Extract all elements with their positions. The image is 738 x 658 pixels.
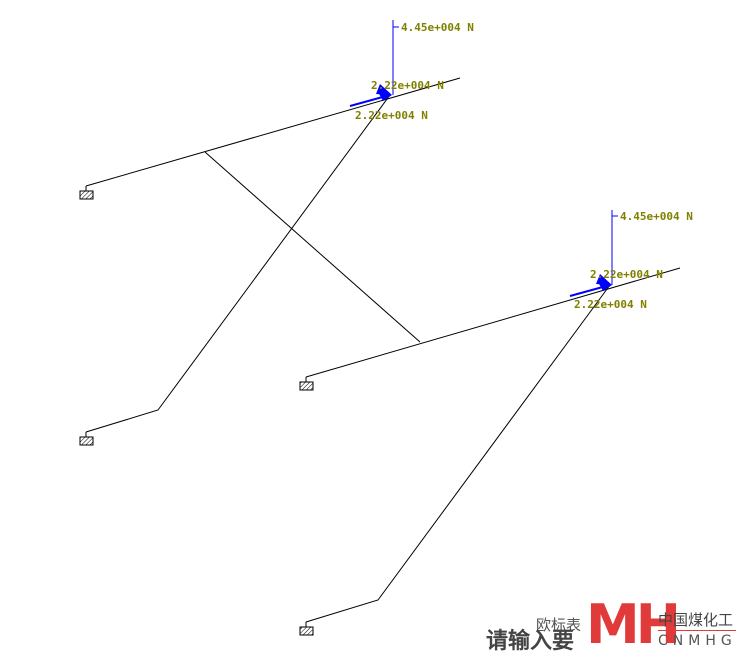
- logo-letters: MH: [586, 593, 681, 656]
- component-load-label: 2.22e+004 N: [574, 298, 647, 311]
- watermark-prompt: 请输入要: [486, 629, 575, 654]
- component-load-label: 2.22e+004 N: [355, 109, 428, 122]
- logo-cn: 中国煤化工: [658, 611, 734, 629]
- logo-en: CNMHG: [658, 633, 737, 649]
- member-top-chord: [85, 77, 461, 187]
- load-arrow-icon: [596, 274, 612, 285]
- watermark-account: 欧标表: [536, 616, 582, 634]
- component-load-label: 2.22e+004 N: [590, 268, 663, 281]
- support-icon: [299, 626, 314, 636]
- component-load-label: 2.22e+004 N: [371, 79, 444, 92]
- support-icon: [299, 381, 314, 391]
- member-cross: [204, 151, 421, 343]
- load-arrow-icon: [376, 84, 392, 95]
- structure-1: 4.45e+004 N 2.22e+004 N 2.22e+004 N: [79, 20, 474, 446]
- member-diagonal: [85, 94, 391, 433]
- structure-2: 4.45e+004 N 2.22e+004 N 2.22e+004 N: [299, 210, 693, 636]
- support-icon: [79, 190, 94, 200]
- member-top-chord: [305, 267, 681, 378]
- member-diagonal: [305, 284, 611, 623]
- support-icon: [79, 436, 94, 446]
- vertical-load-label: 4.45e+004 N: [620, 210, 693, 223]
- vertical-load-label: 4.45e+004 N: [401, 21, 474, 34]
